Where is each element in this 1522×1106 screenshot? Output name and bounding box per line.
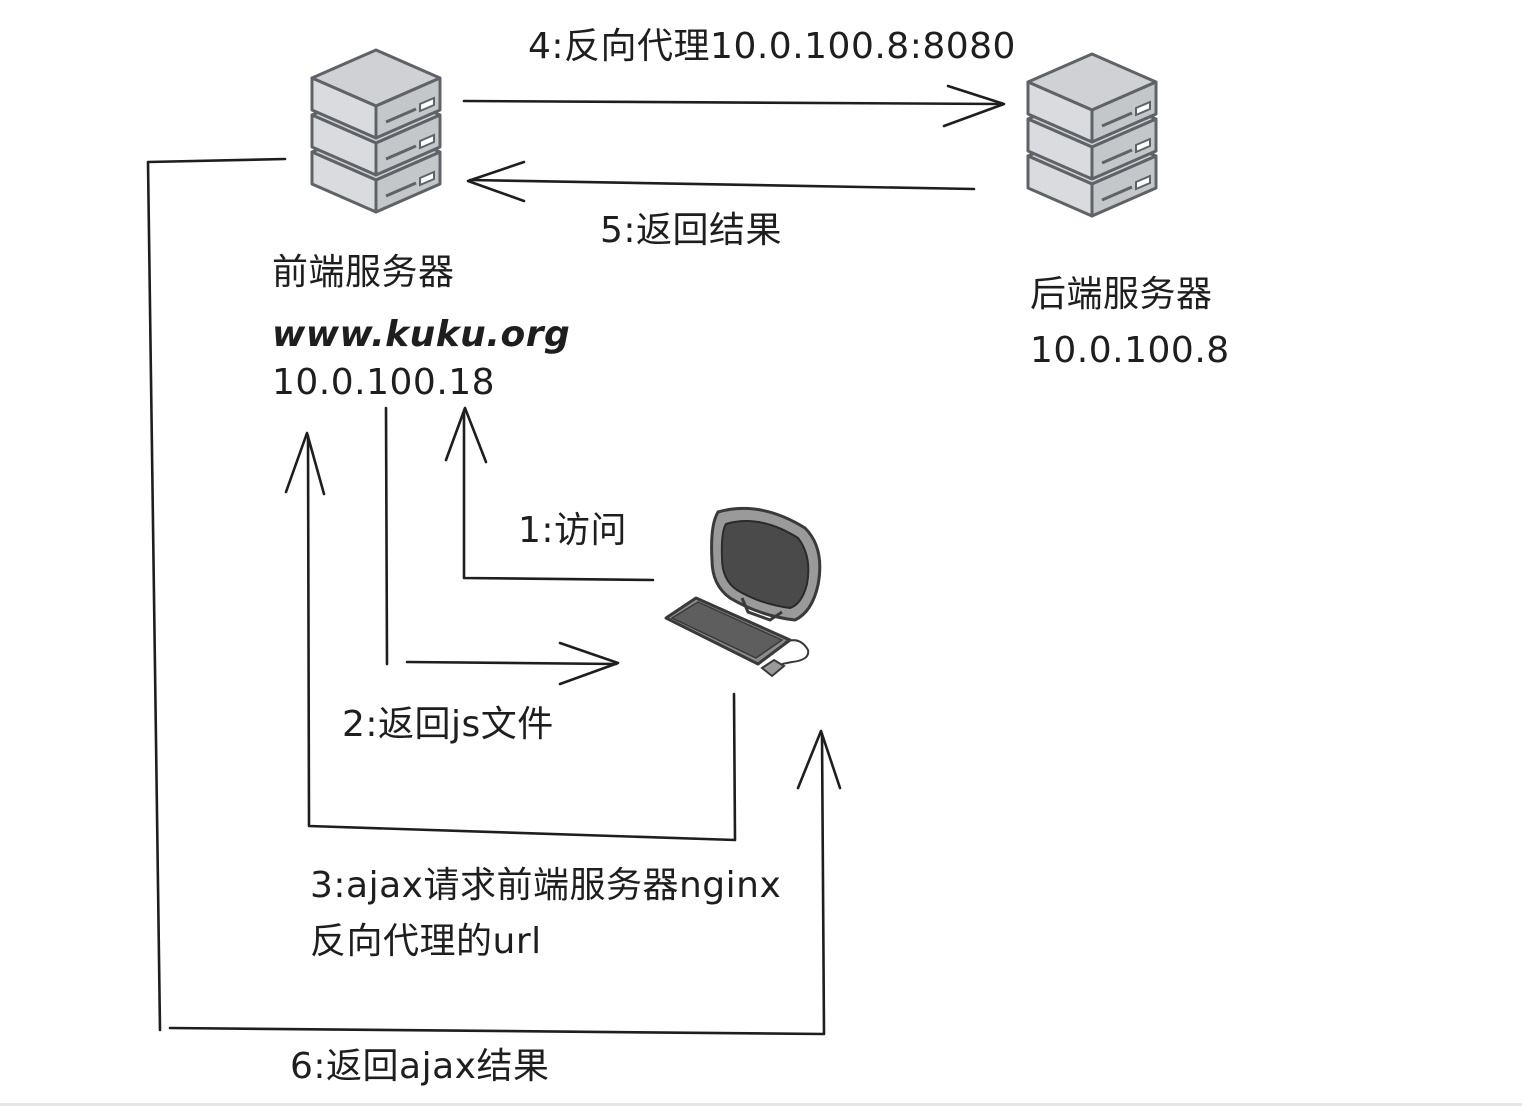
arrow-step1 — [462, 410, 655, 582]
back-server-title: 后端服务器 — [1030, 274, 1213, 315]
edge-label-step4: 4:反向代理10.0.100.8:8080 — [528, 26, 1016, 67]
front-server-ip: 10.0.100.18 — [272, 362, 496, 403]
edge-label-step2: 2:返回js文件 — [342, 704, 554, 745]
arrow-step6-head — [796, 729, 842, 790]
edge-label-step1: 1:访问 — [518, 510, 628, 551]
arrow-step2-head — [558, 641, 620, 686]
arrow-step1-head — [444, 406, 488, 464]
edge-label-step5: 5:返回结果 — [600, 210, 783, 251]
arrow-step4-head — [942, 84, 1006, 128]
bottom-divider — [0, 1103, 1522, 1106]
arrow-step6 — [146, 157, 287, 1032]
arrow-step3 — [306, 434, 737, 842]
arrow-step2-shaft — [405, 660, 618, 666]
arrow-step6-bottom — [168, 732, 826, 1036]
arrow-step5 — [468, 178, 976, 191]
edge-label-step3: 3:ajax请求前端服务器nginx 反向代理的url — [310, 865, 782, 962]
back-server-ip: 10.0.100.8 — [1030, 330, 1230, 371]
edge-label-step6: 6:返回ajax结果 — [290, 1046, 550, 1087]
front-server-title: 前端服务器 — [272, 252, 455, 293]
arrow-step2 — [384, 406, 389, 666]
back-server-icon — [1026, 52, 1158, 218]
arrow-step5-head — [466, 160, 526, 203]
arrow-step4 — [462, 99, 1004, 106]
arrow-step3-head — [284, 431, 326, 496]
front-server-icon — [310, 48, 442, 214]
computer-icon — [664, 506, 822, 678]
connectors — [146, 84, 1006, 1036]
front-server-domain: www.kuku.org — [272, 314, 571, 355]
